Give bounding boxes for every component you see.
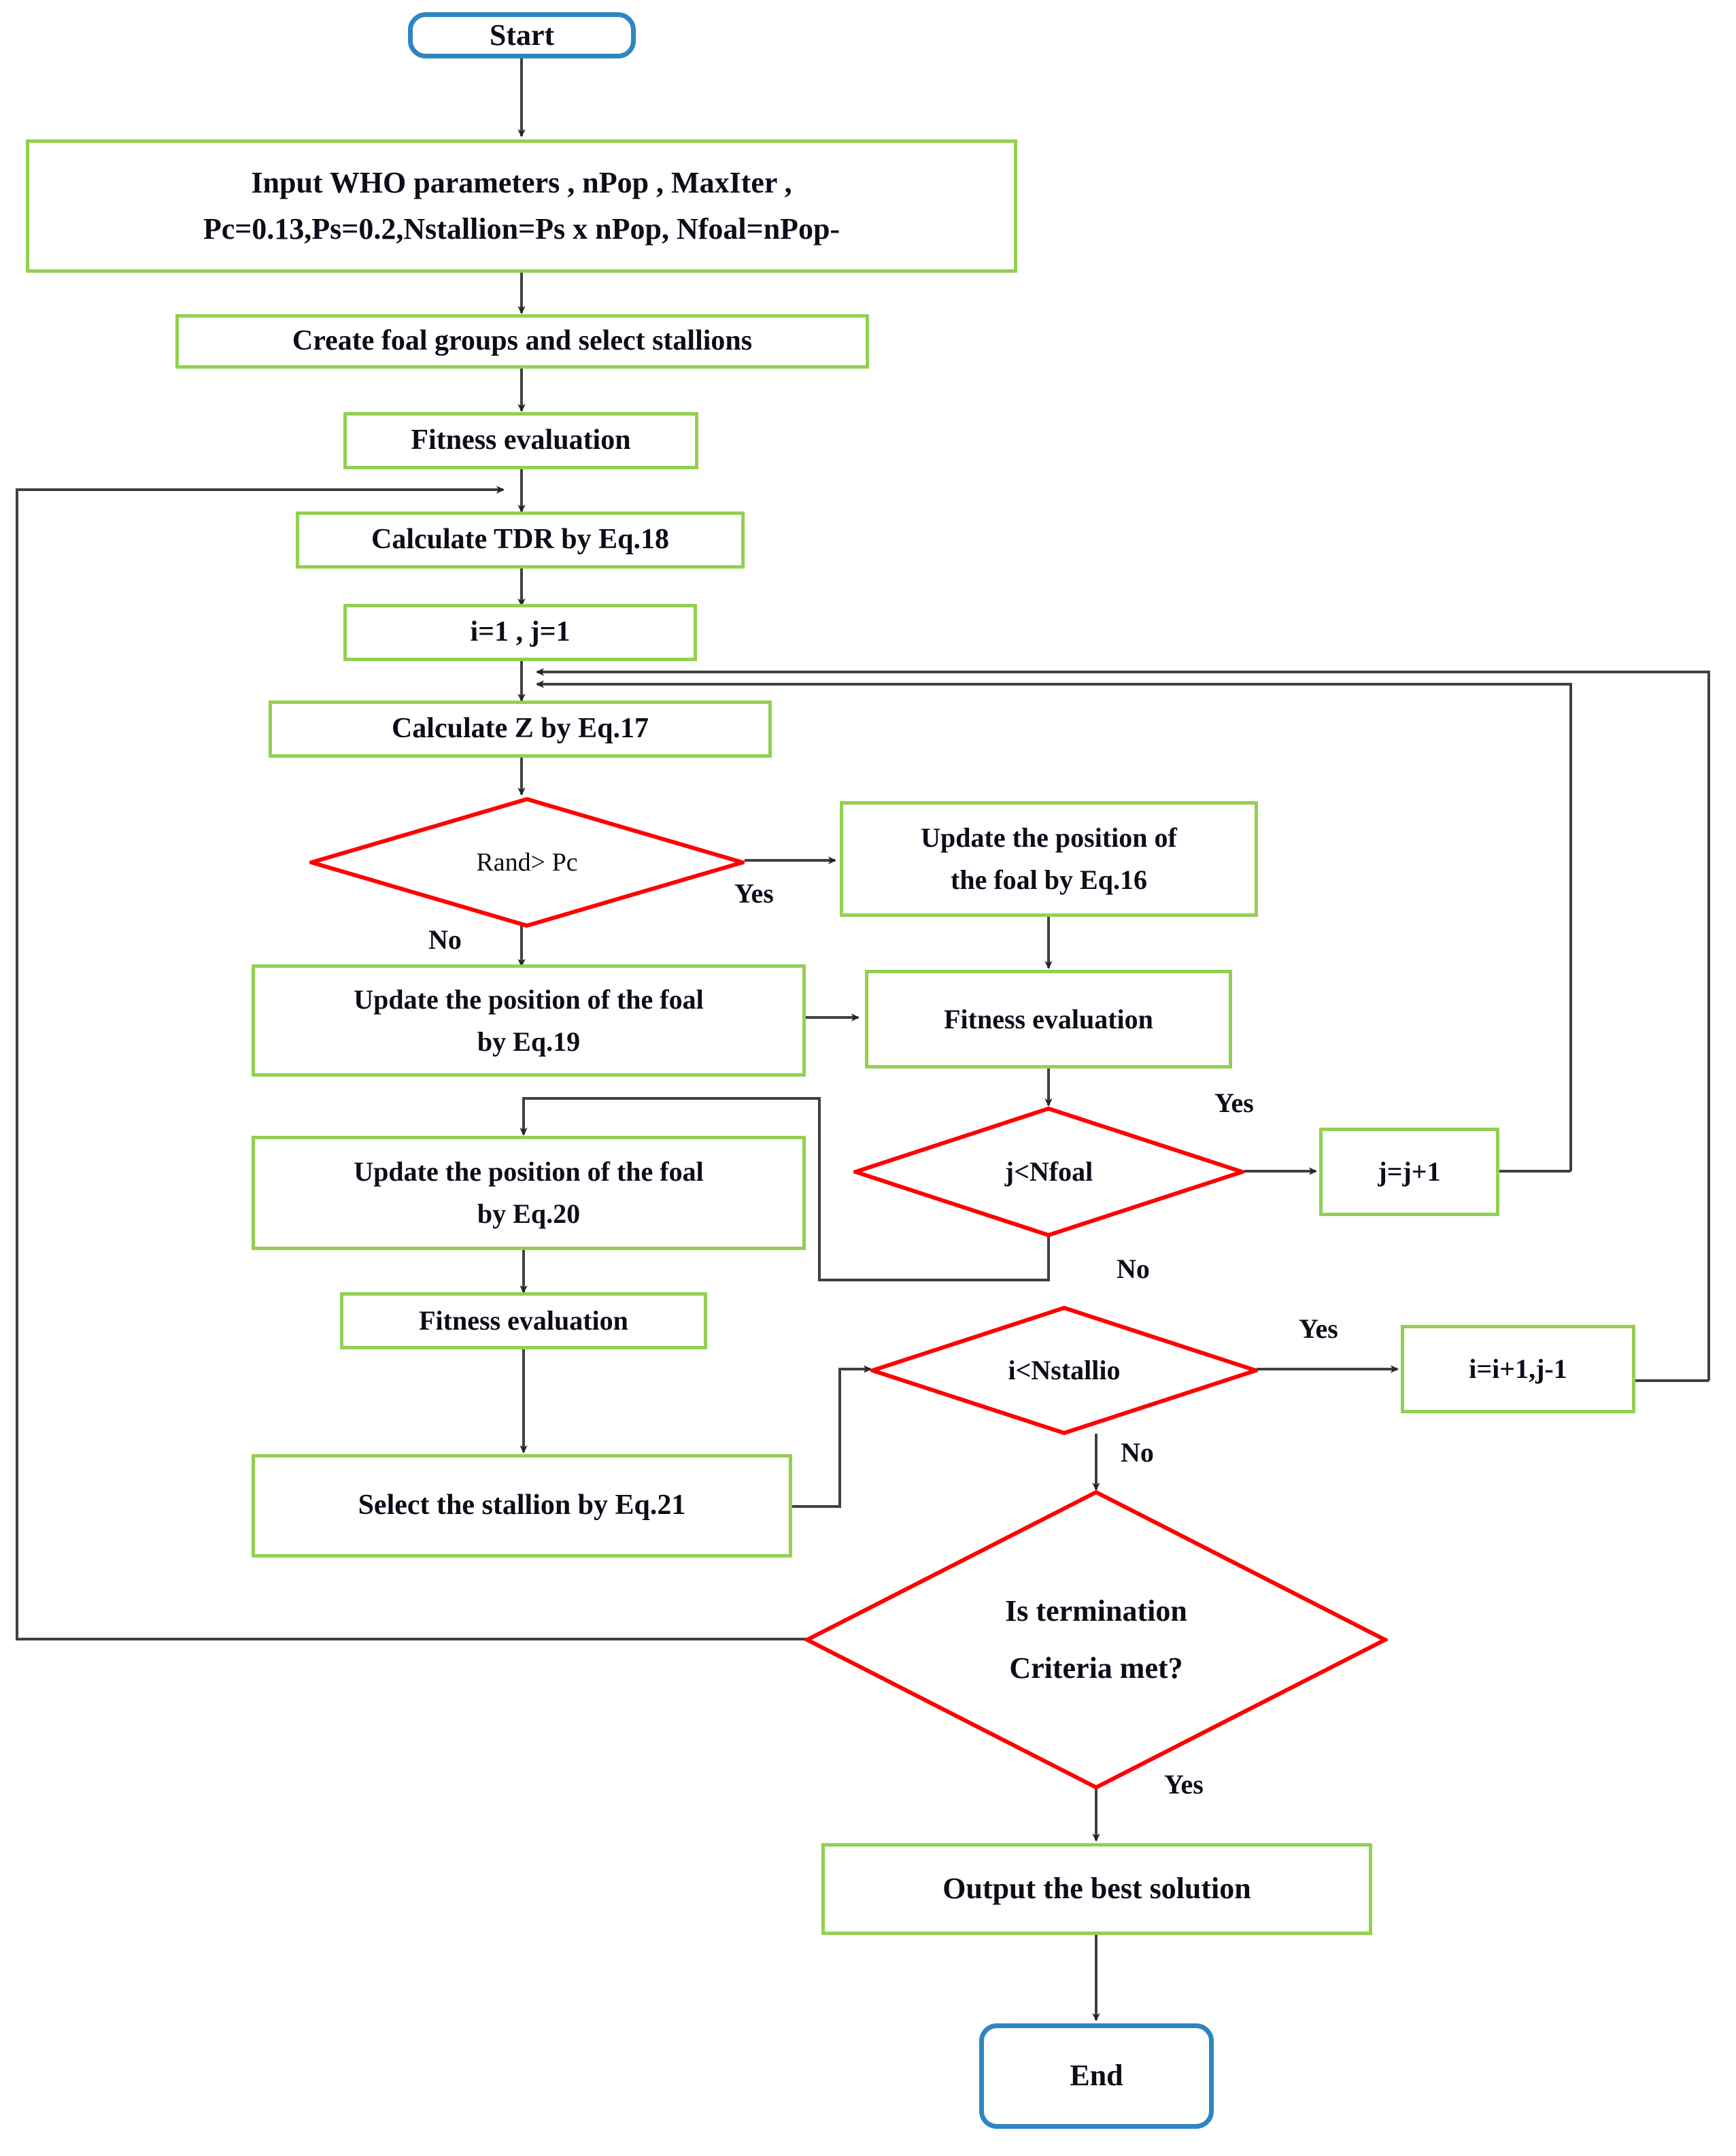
node-output-label: Output the best solution [942,1872,1251,1906]
node-update-position-eq19[interactable]: Update the position of the foal by Eq.19 [252,964,806,1077]
edge-label-rand-pc-no: No [428,924,462,955]
node-increment-i[interactable]: i=i+1,j-1 [1401,1325,1635,1413]
node-select21-label: Select the stallion by Eq.21 [358,1489,686,1521]
node-update20-line2: by Eq.20 [477,1198,581,1229]
node-start-label: Start [489,18,555,52]
node-iinc-label: i=i+1,j-1 [1469,1353,1567,1384]
edge-label-jnfoal-no: No [1117,1253,1150,1284]
node-create-foal-groups[interactable]: Create foal groups and select stallions [175,314,869,369]
node-input-parameters[interactable]: Input WHO parameters , nPop , MaxIter , … [26,139,1017,273]
node-decision-i-lt-nstallion[interactable]: i<Nstallio [870,1306,1258,1435]
node-jinc-label: j=j+1 [1378,1156,1441,1187]
node-increment-j[interactable]: j=j+1 [1319,1128,1499,1216]
node-update-position-eq20[interactable]: Update the position of the foal by Eq.20 [252,1136,806,1250]
node-fitness-evaluation-1[interactable]: Fitness evaluation [343,412,698,469]
node-update19-line2: by Eq.19 [477,1026,581,1057]
node-end[interactable]: End [979,2023,1214,2129]
node-input-line1: Input WHO parameters , nPop , MaxIter , [251,165,792,199]
node-input-line2: Pc=0.13,Ps=0.2,Nstallion=Ps x nPop, Nfoa… [203,212,840,246]
edge-label-jnfoal-yes: Yes [1214,1088,1254,1118]
node-update16-line2: the foal by Eq.16 [951,864,1147,895]
node-output-best-solution[interactable]: Output the best solution [821,1843,1372,1935]
edge-label-installion-yes: Yes [1299,1313,1338,1344]
node-start[interactable]: Start [408,12,636,58]
edge-label-rand-pc-yes: Yes [734,878,774,909]
node-fitness1-label: Fitness evaluation [411,424,631,456]
node-calculate-tdr[interactable]: Calculate TDR by Eq.18 [296,511,745,569]
node-select-stallion-eq21[interactable]: Select the stallion by Eq.21 [252,1454,792,1557]
node-calcz-label: Calculate Z by Eq.17 [391,713,649,745]
node-fitness2-label: Fitness evaluation [944,1003,1153,1034]
node-init-counters[interactable]: i=1 , j=1 [343,604,697,661]
node-decision-termination[interactable]: Is termination Criteria met? [804,1489,1388,1790]
node-tdr-label: Calculate TDR by Eq.18 [371,524,669,556]
edge-label-installion-no: No [1121,1437,1154,1468]
node-fitness-evaluation-3[interactable]: Fitness evaluation [340,1292,707,1349]
node-fitness3-label: Fitness evaluation [419,1305,628,1336]
node-calculate-z[interactable]: Calculate Z by Eq.17 [269,701,772,758]
edge-label-termination-yes: Yes [1164,1769,1204,1800]
node-decision-j-lt-nfoal[interactable]: j<Nfoal [853,1107,1244,1237]
node-end-label: End [1070,2059,1123,2093]
node-decision-rand-gt-pc[interactable]: Rand> Pc [309,797,745,928]
node-fitness-evaluation-2[interactable]: Fitness evaluation [865,970,1232,1068]
node-update19-line1: Update the position of the foal [354,983,704,1015]
node-init-label: i=1 , j=1 [470,616,571,648]
node-update16-line1: Update the position of [921,822,1177,853]
node-update20-line1: Update the position of the foal [354,1156,704,1187]
node-create-label: Create foal groups and select stallions [292,325,753,357]
node-update-position-eq16[interactable]: Update the position of the foal by Eq.16 [840,801,1258,917]
